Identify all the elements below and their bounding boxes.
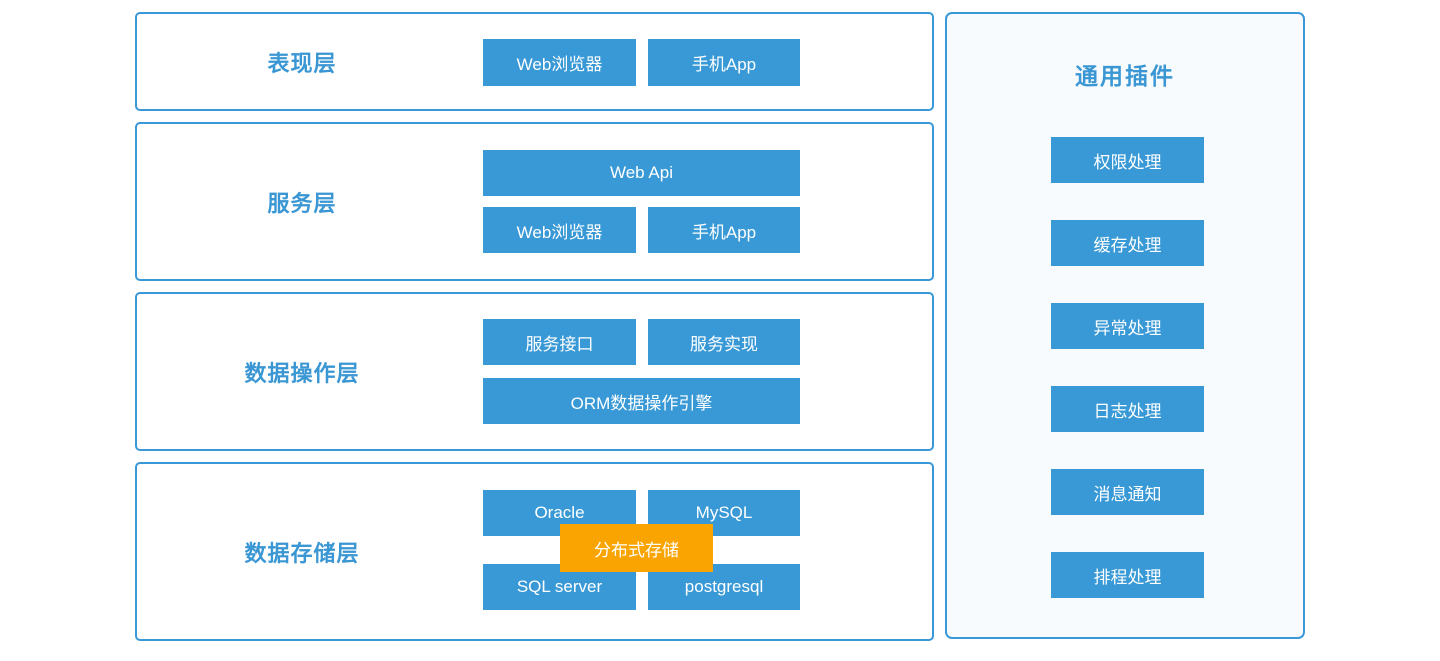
layer-panel-data-operation: 数据操作层 服务接口 服务实现 ORM数据操作引擎: [135, 292, 934, 451]
layer-panel-data-storage: 数据存储层 Oracle MySQL SQL server postgresql…: [135, 462, 934, 641]
node-web-browser: Web浏览器: [483, 39, 636, 86]
plugins-panel-title: 通用插件: [1075, 63, 1175, 89]
layer-label-service: 服务层: [267, 190, 337, 216]
layer-panel-service: 服务层 Web Api Web浏览器 手机App: [135, 122, 934, 281]
node-web-api: Web Api: [483, 150, 800, 196]
layer-label-data-storage: 数据存储层: [244, 540, 360, 566]
layer-panel-presentation: 表现层 Web浏览器 手机App: [135, 12, 934, 111]
plugin-schedule: 排程处理: [1051, 552, 1204, 598]
node-orm-engine: ORM数据操作引擎: [483, 378, 800, 424]
plugin-log: 日志处理: [1051, 386, 1204, 432]
plugin-exception: 异常处理: [1051, 303, 1204, 349]
node-mobile-app: 手机App: [648, 207, 800, 253]
node-sql-server: SQL server: [483, 564, 636, 610]
node-postgresql: postgresql: [648, 564, 800, 610]
node-oracle: Oracle: [483, 490, 636, 536]
layer-label-presentation: 表现层: [267, 50, 337, 76]
plugin-permission: 权限处理: [1051, 137, 1204, 183]
node-web-browser: Web浏览器: [483, 207, 636, 253]
node-service-implementation: 服务实现: [648, 319, 800, 365]
plugin-notification: 消息通知: [1051, 469, 1204, 515]
layer-label-data-operation: 数据操作层: [244, 360, 360, 386]
plugins-panel: 通用插件 权限处理 缓存处理 异常处理 日志处理 消息通知 排程处理: [945, 12, 1305, 639]
node-mobile-app: 手机App: [648, 39, 800, 86]
node-service-interface: 服务接口: [483, 319, 636, 365]
node-distributed-storage: 分布式存储: [560, 524, 713, 572]
plugin-cache: 缓存处理: [1051, 220, 1204, 266]
